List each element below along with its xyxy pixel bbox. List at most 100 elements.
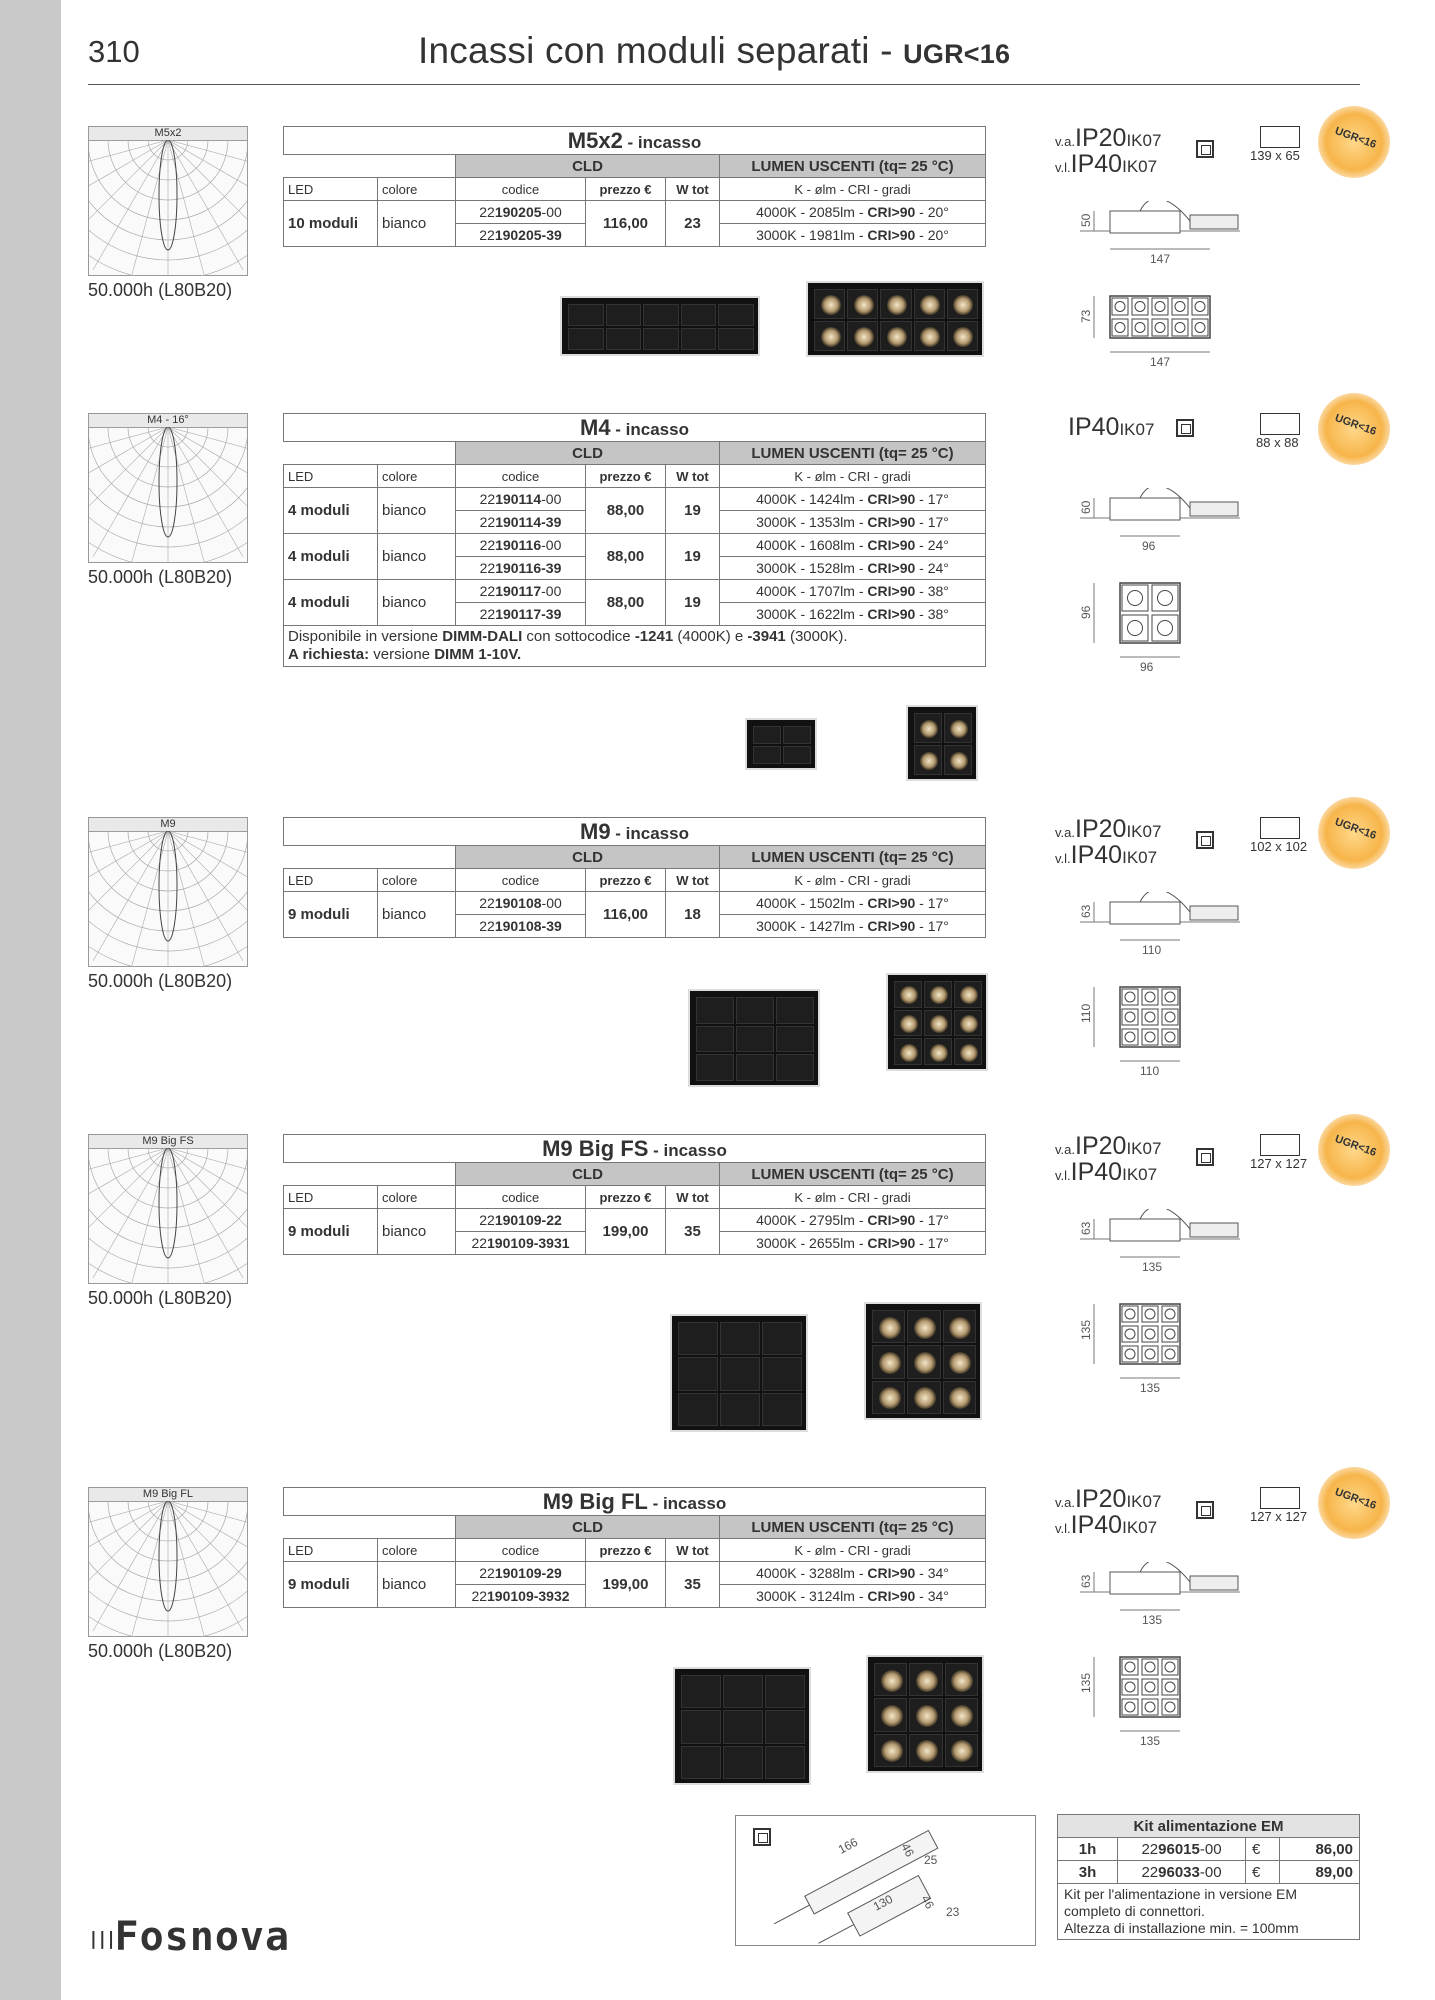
led-lens [949,1352,972,1374]
ip-rating-va: v.a.IP20IK07 [1055,124,1162,152]
cutout-size: 127 x 127 [1250,1156,1308,1171]
led-count: 9 moduli [283,1561,378,1608]
kit-dimension-label: 23 [946,1905,960,1919]
product-angled-photo [688,989,820,1087]
module-cell [718,328,754,350]
col-colore: colore [377,868,456,892]
color-value: bianco [377,533,456,580]
product-front-photo [886,973,988,1071]
product-code: 22190108-39 [455,914,586,938]
color-value: bianco [377,891,456,938]
led-lens [953,295,974,315]
led-lens [960,986,978,1005]
product-code: 22190109-3931 [455,1231,586,1255]
polar-title: M9 [89,818,247,832]
ugr-badge: UGR<16 [1318,393,1390,465]
module-cell [681,1675,721,1709]
lumen-header: LUMEN USCENTI (tq= 25 °C) [719,154,986,178]
watt-total: 18 [665,891,720,938]
module-cell [944,1663,978,1697]
module-cell [913,289,945,319]
lifetime-label: 50.000h (L80B20) [88,567,233,587]
product-row: 4 moduli bianco 22190117-00 88,00 19 400… [283,579,986,626]
ugr-badge-text: UGR<16 [1333,411,1378,439]
lumen-spec: 3000K - 1981lm - CRI>90 - 20° [719,223,986,247]
lumen-spec: 4000K - 1424lm - CRI>90 - 17° [719,487,986,511]
dimension-label: 135 [1142,1260,1162,1274]
kit-code: 2296033-00 [1117,1860,1246,1884]
watt-total: 35 [665,1561,720,1608]
kit-row: 3h 2296033-00 € 89,00 [1057,1860,1360,1884]
product-code: 22190114-39 [455,510,586,534]
product-front-photo [864,1302,982,1420]
watt-total: 23 [665,200,720,247]
module-cell [954,981,982,1008]
led-lens [900,986,918,1005]
module-cell [568,304,604,326]
ip-rating-vi: v.l.IP40IK07 [1055,841,1158,869]
led-lens [900,1043,918,1062]
module-cell [720,1322,760,1356]
page-number: 310 [88,34,140,69]
cutout-size: 88 x 88 [1256,435,1299,450]
module-cell [847,289,879,319]
ugr-badge: UGR<16 [1318,106,1390,178]
kit-row: 1h 2296015-00 € 86,00 [1057,1837,1360,1861]
module-cell [605,328,642,350]
module-cell [762,1357,802,1391]
dimension-label: 135 [1140,1381,1160,1395]
price: 88,00 [585,487,666,534]
cld-header: CLD [455,845,720,869]
dimension-label: 63 [1080,1221,1093,1235]
polar-title: M9 Big FL [89,1488,247,1502]
module-cell [946,321,978,351]
module-cell [680,328,717,350]
class-ii-icon [1196,1148,1214,1166]
kit-price: 86,00 [1279,1837,1360,1861]
module-cell [765,1710,805,1744]
col-k: K - ølm - CRI - gradi [719,868,986,892]
dimension-label: 135 [1142,1613,1162,1627]
dimension-label: 96 [1142,539,1156,553]
led-lens [919,719,939,739]
price: 116,00 [585,891,666,938]
cutout-icon [1260,1134,1300,1156]
module-cell [783,726,811,744]
lumen-header: LUMEN USCENTI (tq= 25 °C) [719,1162,986,1186]
dimension-label: 96 [1140,660,1154,674]
color-value: bianco [377,1208,456,1255]
kit-drawing-box: 166 46 25 130 46 23 [735,1815,1036,1946]
product-code: 22190109-29 [455,1561,586,1585]
lumen-spec: 3000K - 3124lm - CRI>90 - 34° [719,1584,986,1608]
ugr-badge-text: UGR<16 [1333,815,1378,843]
lumen-spec: 4000K - 3288lm - CRI>90 - 34° [719,1561,986,1585]
led-lens [916,1740,938,1763]
led-count: 10 moduli [283,200,378,247]
col-prezzo: prezzo € [585,1185,666,1209]
module-cell [762,1322,802,1356]
polar-title: M5x2 [89,127,247,141]
module-cell [678,1322,718,1356]
dimension-label: 110 [1140,1064,1159,1078]
module-cell [924,1038,952,1065]
cld-header: CLD [455,1162,720,1186]
led-lens [900,1015,918,1033]
led-lens [820,295,841,315]
cutout-icon [1260,413,1300,435]
led-lens [878,1387,901,1410]
dimension-label: 110 [1080,1004,1093,1023]
product-front-photo [866,1655,984,1773]
page-title: Incassi con moduli separati - UGR<16 [418,30,1010,72]
col-led: LED [283,464,378,488]
module-cell [681,1710,721,1744]
ugr-badge: UGR<16 [1318,1114,1390,1186]
ip-rating-vi: v.l.IP40IK07 [1055,150,1158,178]
dimension-label: 63 [1080,1574,1093,1588]
kit-dimension-label: 25 [924,1853,938,1867]
lumen-spec: 3000K - 2655lm - CRI>90 - 17° [719,1231,986,1255]
module-cell [894,981,922,1008]
dimension-label: 135 [1080,1673,1093,1693]
product-angled-photo [673,1667,811,1785]
